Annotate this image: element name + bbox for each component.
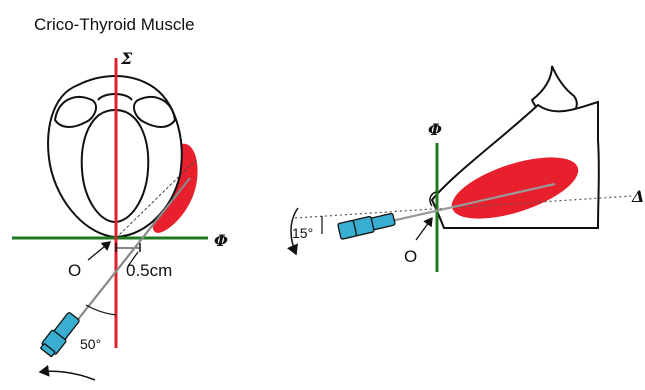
left-panel: Σ Φ O 0.5cm 50° <box>12 49 228 380</box>
angle-label-left: 50° <box>80 336 101 352</box>
origin-label-right: O <box>404 247 417 266</box>
angle-arc-left <box>86 305 116 315</box>
distance-label: 0.5cm <box>126 261 172 280</box>
needle-hub-right <box>338 211 396 239</box>
needle-hub-left <box>39 311 82 358</box>
origin-label-left: O <box>68 261 81 280</box>
phi-label-right: Φ <box>428 120 442 139</box>
sigma-label: Σ <box>120 49 133 68</box>
delta-label: Δ <box>631 187 644 206</box>
rotation-arrow-left <box>40 371 95 380</box>
diagram-title: Crico-Thyroid Muscle <box>34 15 195 34</box>
right-panel: Φ O 15° Δ <box>291 66 644 272</box>
origin-pointer-left <box>88 242 110 260</box>
origin-pointer-right <box>416 218 432 240</box>
angle-label-right: 15° <box>292 225 313 241</box>
phi-label-left: Φ <box>214 231 228 250</box>
